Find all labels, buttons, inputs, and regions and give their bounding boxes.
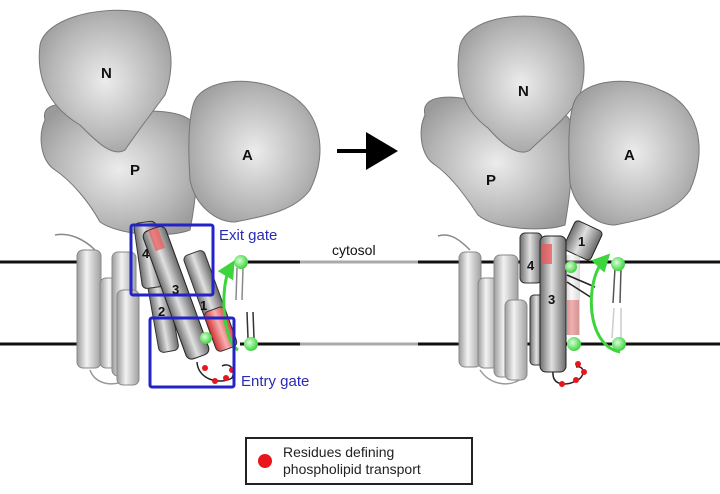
tm-helices-gray-left	[76, 249, 140, 386]
a-domain-label-right: A	[624, 147, 635, 164]
exit-gate-box	[129, 223, 215, 297]
a-domain-label: A	[242, 147, 253, 164]
legend-text: Residues defining phospholipid transport	[283, 444, 421, 478]
transition-arrow-icon	[337, 132, 398, 170]
helix-2-label: 2	[158, 304, 165, 319]
legend-line-1: Residues defining	[283, 444, 395, 460]
helix-3-label-right: 3	[548, 292, 555, 307]
right-state: N P A 4 1 3	[420, 15, 700, 387]
n-domain-left	[38, 9, 172, 153]
p-domain-label-right: P	[486, 172, 496, 189]
legend-line-2: phospholipid transport	[283, 461, 421, 477]
helix-4-label: 4	[142, 246, 150, 261]
p-domain-label: P	[130, 162, 140, 179]
n-domain-right	[457, 15, 585, 153]
helix-1-label: 1	[200, 298, 207, 313]
exit-gate-label: Exit gate	[219, 227, 277, 244]
phospholipid-right	[565, 253, 626, 354]
tm-helices-gray-right	[458, 251, 528, 381]
entry-gate-box	[148, 316, 236, 389]
helix-3-label: 3	[172, 282, 179, 297]
legend-box: Residues defining phospholipid transport	[245, 437, 473, 485]
helix-1-label-right: 1	[578, 234, 585, 249]
a-domain-right	[568, 80, 700, 226]
entry-gate-label: Entry gate	[241, 373, 309, 390]
n-domain-label: N	[101, 65, 112, 82]
left-state: N P A 2 4 1	[38, 9, 376, 390]
cytosol-label: cytosol	[332, 242, 376, 258]
helix-4-label-right: 4	[527, 258, 535, 273]
residue-loop-left	[196, 361, 234, 382]
residue-dot-icon	[258, 454, 272, 468]
a-domain-left	[188, 80, 321, 223]
n-domain-label-right: N	[518, 83, 529, 100]
